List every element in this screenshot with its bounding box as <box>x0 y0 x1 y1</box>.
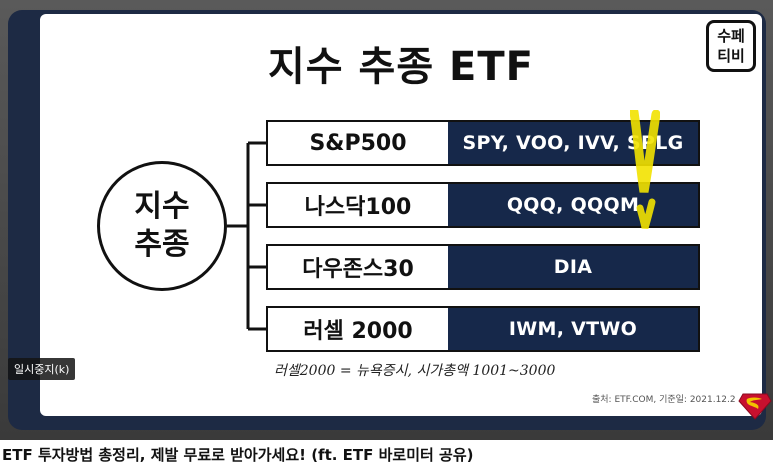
channel-logo-line2: 티비 <box>717 47 745 65</box>
index-name: 다우존스30 <box>268 246 448 288</box>
superman-logo-icon <box>738 393 772 420</box>
source-caption: 출처: ETF.COM, 기준일: 2021.12.2 <box>592 395 736 405</box>
highlight-check-mark <box>630 110 660 230</box>
circle-line1: 지수 <box>134 189 190 224</box>
slide: 지수 추종 ETF 수페 티비 지수 추종 S&P500 SPY, VOO, I… <box>40 14 762 416</box>
etf-row-russell2000: 러셀 2000 IWM, VTWO <box>266 306 700 352</box>
etf-row-dow30: 다우존스30 DIA <box>266 244 700 290</box>
pause-tooltip: 일시중지(k) <box>8 358 76 380</box>
index-name: 나스닥100 <box>268 184 448 226</box>
etf-row-sp500: S&P500 SPY, VOO, IVV, SPLG <box>266 120 700 166</box>
etf-tickers: DIA <box>448 246 698 288</box>
index-name: S&P500 <box>268 122 448 164</box>
circle-line2: 추종 <box>134 227 190 262</box>
etf-tickers: IWM, VTWO <box>448 308 698 350</box>
index-name: 러셀 2000 <box>268 308 448 350</box>
etf-row-nasdaq100: 나스닥100 QQQ, QQQM <box>266 182 700 228</box>
video-title[interactable]: ETF 투자방법 총정리, 제발 무료로 받아가세요! (ft. ETF 바로미… <box>2 446 474 464</box>
index-tracking-circle: 지수 추종 <box>97 161 227 291</box>
channel-logo: 수페 티비 <box>706 20 756 72</box>
etf-tickers: SPY, VOO, IVV, SPLG <box>448 122 698 164</box>
tree-connector <box>227 141 266 331</box>
slide-title: 지수 추종 ETF <box>268 44 534 90</box>
channel-logo-line1: 수페 <box>717 27 745 45</box>
handwritten-note: 러셀2000 = 뉴욕증시, 시가총액 1001~3000 <box>274 363 556 379</box>
etf-tickers: QQQ, QQQM <box>448 184 698 226</box>
video-player[interactable]: 지수 추종 ETF 수페 티비 지수 추종 S&P500 SPY, VOO, I… <box>0 0 773 440</box>
